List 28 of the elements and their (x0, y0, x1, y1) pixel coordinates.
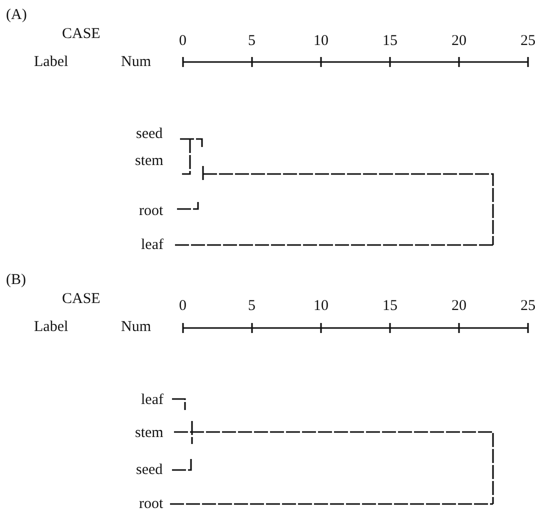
column-header: Label (34, 53, 68, 71)
tick-label: 10 (314, 297, 328, 315)
case-label: root (139, 202, 164, 220)
tick-label: 5 (248, 32, 256, 50)
tick-label: 15 (382, 32, 398, 50)
tick-label: 0 (179, 32, 186, 50)
tick-label: 25 (520, 32, 535, 50)
case-label: root (139, 495, 164, 512)
case-label: leaf (141, 236, 164, 254)
panel-label: (B) (6, 271, 26, 289)
tick-label: 15 (382, 297, 398, 315)
case-label: seed (136, 461, 163, 479)
column-header: Num (121, 318, 151, 336)
case-label: stem (135, 152, 164, 170)
case-label: stem (135, 424, 164, 442)
tick-label: 10 (314, 32, 328, 50)
column-header: Num (121, 53, 151, 71)
tick-label: 25 (520, 297, 535, 315)
tick-label: 20 (452, 297, 466, 315)
panel-label: (A) (6, 6, 27, 24)
tick-label: 5 (248, 297, 256, 315)
case-label: seed (136, 125, 163, 143)
tick-label: 20 (452, 32, 466, 50)
axis-title: CASE (62, 25, 100, 43)
case-label: leaf (141, 391, 164, 409)
tick-label: 0 (179, 297, 186, 315)
column-header: Label (34, 318, 68, 336)
axis-title: CASE (62, 290, 100, 308)
